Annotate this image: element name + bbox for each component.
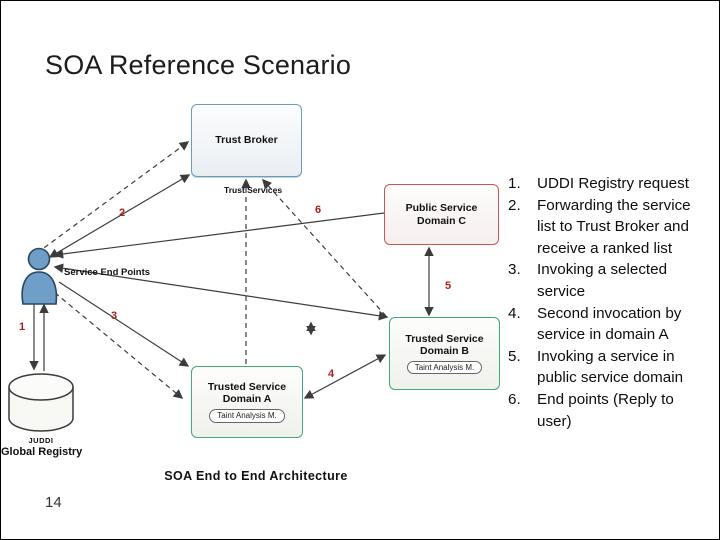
step-number: 6.	[508, 390, 521, 408]
edge-domainA-domainB	[303, 354, 387, 399]
step-marker-1: 1	[19, 321, 26, 333]
diagram-caption: SOA End to End Architecture	[164, 469, 348, 483]
step-number: 5.	[508, 347, 521, 365]
edge-domainB-to-broker-dashed	[262, 178, 387, 317]
node-trusted-service-domain-a: Trusted Service Domain A Taint Analysis …	[191, 366, 303, 438]
edge-user-to-domainA-solid	[58, 281, 190, 367]
step-marker-4: 4	[328, 368, 335, 380]
trust-services-label: Trust Services	[224, 185, 283, 195]
list-item: 6. End points (Reply to user)	[508, 389, 718, 432]
service-end-points-label: Service End Points	[64, 267, 151, 278]
juddi-label: JUDDI	[28, 436, 54, 445]
step-marker-3: 3	[111, 310, 118, 322]
steps-list: 1. UDDI Registry request 2. Forwarding t…	[508, 173, 718, 432]
step-text: Second invocation by service in domain A	[537, 304, 682, 344]
step-number: 3.	[508, 261, 521, 279]
step-marker-6: 6	[315, 204, 322, 216]
page-title: SOA Reference Scenario	[45, 50, 352, 80]
step-text: Forwarding the service list to Trust Bro…	[537, 196, 691, 257]
node-trusted-service-domain-b: Trusted Service Domain B Taint Analysis …	[389, 317, 500, 390]
node-trust-broker: Trust Broker	[191, 104, 302, 177]
list-item: 5. Invoking a service in public service …	[508, 346, 718, 389]
step-number: 1.	[508, 175, 521, 192]
list-item: 4. Second invocation by service in domai…	[508, 303, 718, 346]
trusted-service-domain-b-label: Trusted Service Domain B	[405, 332, 484, 357]
step-marker-2: 2	[119, 207, 126, 219]
node-public-service-domain-c: Public Service Domain C	[384, 184, 499, 245]
public-service-domain-c-label: Public Service Domain C	[405, 202, 478, 227]
global-registry-label: Global Registry	[1, 446, 83, 458]
list-item: 2. Forwarding the service list to Trust …	[508, 195, 718, 260]
step-text: Invoking a service in public service dom…	[537, 347, 684, 387]
edge-publicC-to-user	[53, 212, 385, 259]
step-text: End points (Reply to user)	[537, 390, 674, 430]
step-number: 2.	[508, 196, 521, 214]
taint-analysis-badge-b: Taint Analysis M.	[406, 360, 483, 375]
step-text: UDDI Registry request	[537, 175, 689, 192]
trust-broker-label: Trust Broker	[215, 134, 278, 147]
step-number: 4.	[508, 304, 521, 322]
user-icon	[21, 247, 58, 305]
database-cylinder-icon	[8, 373, 74, 432]
edge-user-broker-dashed	[36, 141, 190, 254]
list-item: 1. UDDI Registry request	[508, 173, 718, 195]
page-number: 14	[45, 494, 62, 511]
step-text: Invoking a selected service	[537, 261, 668, 300]
trusted-service-domain-a-label: Trusted Service Domain A	[207, 381, 287, 406]
taint-analysis-badge-a: Taint Analysis M.	[209, 409, 285, 423]
list-item: 3. Invoking a selected service	[508, 259, 718, 302]
step-marker-5: 5	[445, 280, 452, 292]
